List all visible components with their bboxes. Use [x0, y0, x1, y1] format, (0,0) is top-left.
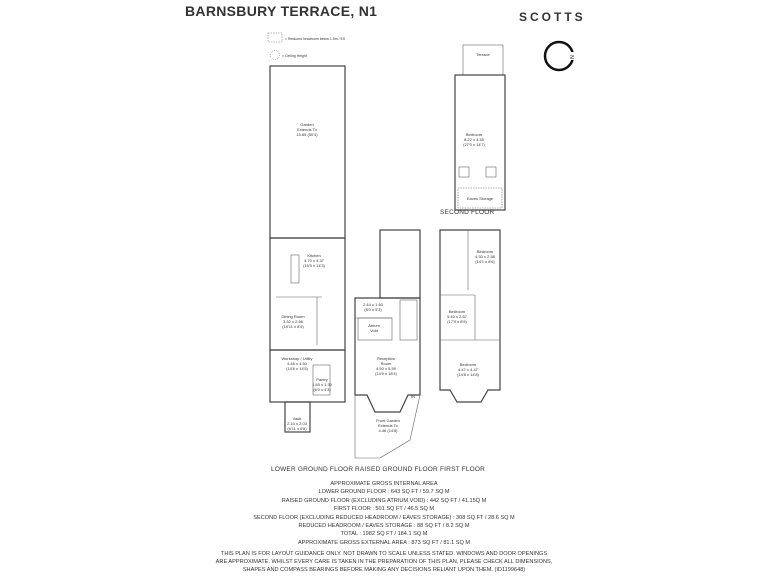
room-label: Extends To — [378, 423, 398, 428]
disclaimer-line: ARE APPROXIMATE. WHILST EVERY CARE IS TA… — [215, 559, 553, 565]
room-label: 8.22 x 4.45 — [464, 137, 485, 142]
room-label: (6'11 x 6'8) — [287, 426, 307, 431]
room-label: (6'0 x 4'3) — [313, 387, 331, 392]
room-label: (15'5 x 14'3) — [303, 263, 325, 268]
room-label: Terrace — [476, 52, 490, 57]
room-label: Vault — [293, 416, 303, 421]
area-line: TOTAL : 1982 SQ FT / 184.1 SQ M — [340, 531, 428, 538]
room-label: Kitchen — [307, 253, 320, 258]
floor-plan: = Reduced headroom below 1.5m / 5'0 = Ce… — [267, 32, 576, 459]
legend-ceiling-height: = Ceiling Height — [282, 54, 307, 58]
room-label: Void — [370, 328, 378, 333]
room-label: 4.48 x 4.50 — [287, 361, 308, 366]
room-label: (14'9 x 18'4) — [375, 371, 397, 376]
area-line: LOWER GROUND FLOOR : 643 SQ FT / 59.7 SQ… — [318, 489, 450, 496]
room-label: (27'0 x 14'7) — [463, 142, 485, 147]
room-label: 4.50 x 5.59 — [376, 366, 397, 371]
raised-ground-floor-label: RAISED GROUND FLOOR — [355, 466, 438, 473]
room-label: Bedroom — [449, 309, 466, 314]
second-floor-label: SECOND FLOOR — [440, 209, 495, 216]
room-label: (14'8 x 14'8) — [457, 372, 479, 377]
area-line: SECOND FLOOR (EXCLUDING REDUCED HEADROOM… — [253, 514, 515, 521]
area-line: APPROXIMATE GROSS EXTERNAL AREA : 873 SQ… — [297, 539, 471, 546]
room-label: 4.30 x 2.58 — [475, 254, 496, 259]
area-line: REDUCED HEADROOM / EAVES STORAGE : 88 SQ… — [298, 523, 470, 530]
room-label: (17'9 x 8'9) — [447, 319, 467, 324]
reduced-headroom-swatch — [267, 32, 283, 43]
legend-reduced-headroom: = Reduced headroom below 1.5m / 5'0 — [285, 37, 345, 41]
room-label: Reception — [377, 356, 395, 361]
room-label: Eaves Storage — [467, 196, 494, 201]
area-summary: APPROXIMATE GROSS INTERNAL AREA LOWER GR… — [0, 480, 768, 547]
area-line: FIRST FLOOR : 501 SQ FT / 46.5 SQ M — [333, 506, 435, 513]
room-label: Bedroom — [477, 249, 494, 254]
raised-ground-floor-plan: 2.44 x 1.60 (8'0 x 5'3) Atrium Void Rece… — [354, 229, 421, 459]
room-label: (10'11 x 8'9) — [282, 324, 304, 329]
room-label: Front Garden — [376, 418, 400, 423]
room-label: N — [568, 55, 574, 59]
room-label: (14'1 x 8'6) — [475, 259, 495, 264]
first-floor-plan: Bedroom 4.30 x 2.58 (14'1 x 8'6) Bedroom… — [439, 229, 501, 403]
lower-ground-floor-label: LOWER GROUND FLOOR — [271, 466, 354, 473]
room-label: 1.85 x 1.30 — [312, 382, 333, 387]
room-label: 4.70 x 4.37 — [304, 258, 325, 263]
brand-logo: SCOTTS — [519, 10, 586, 24]
room-label: Bedroom — [460, 362, 477, 367]
ceiling-height-icon — [270, 50, 280, 60]
room-label: (8'0 x 5'3) — [364, 307, 382, 312]
room-label: Workshop / Utility — [281, 356, 312, 361]
second-floor-plan: Terrace Bedroom 8.22 x 4.45 (27'0 x 14'7… — [454, 44, 506, 211]
compass-icon: N — [543, 40, 576, 72]
room-label: (14'8 x 14'5) — [286, 366, 308, 371]
disclaimer-line: THIS PLAN IS FOR LAYOUT GUIDANCE ONLY. N… — [220, 551, 548, 557]
room-label: 2.44 x 1.60 — [363, 302, 384, 307]
area-line: RAISED GROUND FLOOR (EXCLUDING ATRIUM VO… — [281, 497, 487, 504]
lower-ground-floor-plan: Garden Extends To 15.65 (50'4) Kitchen 4… — [269, 65, 346, 433]
room-label: 4.47 x 4.47 — [458, 367, 479, 372]
room-label: Atrium — [368, 323, 380, 328]
room-label: Bedroom — [466, 132, 483, 137]
room-label: Extends To — [297, 127, 317, 132]
room-label: 3.32 x 2.66 — [283, 319, 304, 324]
disclaimer-line: SHAPES AND COMPASS BEARINGS BEFORE MAKIN… — [242, 567, 526, 573]
page-title: BARNSBURY TERRACE, N1 — [185, 3, 378, 19]
room-label: Room — [381, 361, 392, 366]
room-label: Garden — [300, 122, 313, 127]
room-label: Dining Room — [281, 314, 305, 319]
room-label: 5.40 x 2.67 — [447, 314, 468, 319]
area-line: APPROXIMATE GROSS INTERNAL AREA — [330, 481, 438, 487]
room-label: Pantry — [316, 377, 328, 382]
room-label: 15.65 (50'4) — [296, 132, 318, 137]
first-floor-label: FIRST FLOOR — [440, 466, 486, 473]
room-label: 4.46 (14'8) — [379, 428, 399, 433]
entrance-label: IN — [411, 394, 415, 399]
disclaimer: THIS PLAN IS FOR LAYOUT GUIDANCE ONLY. N… — [0, 550, 768, 574]
room-label: 2.10 x 2.03 — [287, 421, 308, 426]
